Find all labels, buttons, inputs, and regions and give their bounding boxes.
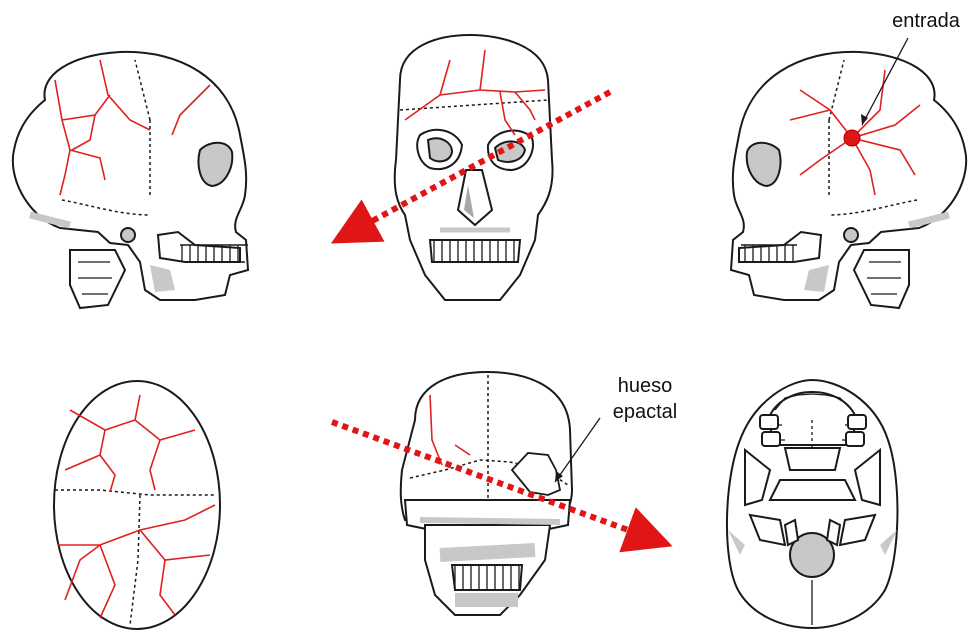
skull-posterior-view — [332, 372, 650, 615]
entry-label: entrada — [892, 10, 961, 32]
skull-left-lateral-view — [13, 52, 248, 308]
skull-superior-view — [54, 381, 220, 629]
skull-right-lateral-view — [731, 38, 966, 308]
skull-inferior-view — [727, 380, 898, 628]
skull-frontal-view — [352, 35, 610, 300]
epactal-label-line2: epactal — [613, 401, 678, 423]
epactal-label-line1: hueso — [618, 375, 673, 397]
bullet-entry-wound — [844, 130, 860, 146]
